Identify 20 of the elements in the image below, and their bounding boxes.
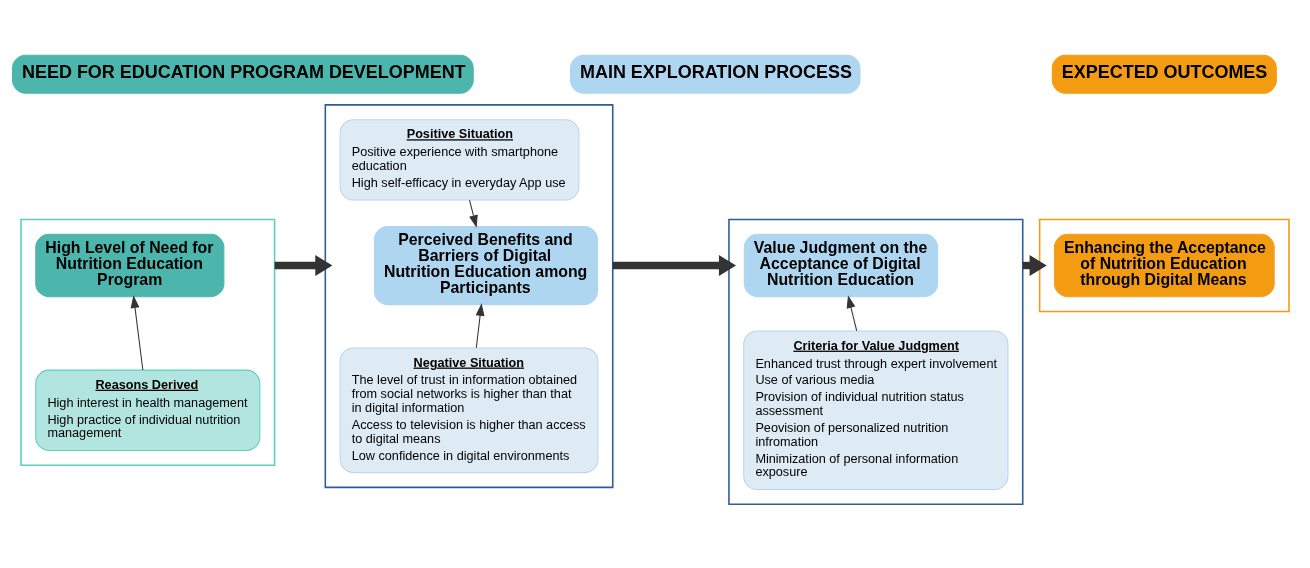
node-box: Positive Situation Positive experience with smartphone education High self-efficacy in everyday App use (339, 119, 580, 201)
cluster (20, 218, 276, 466)
node-box: Enhancing the Acceptance of Nutrition Education through Digital Means (1053, 233, 1275, 298)
arrow (612, 255, 737, 276)
arrow (468, 199, 478, 228)
node-box: EXPECTED OUTCOMES (1051, 54, 1277, 94)
arrow (475, 303, 485, 349)
node-box: Perceived Benefits and Barriers of Digital Nutrition Education among Participants (373, 225, 598, 306)
node-box: Criteria for Value Judgment Enhanced trust through expert involvement Use of various media Provision of individual nutrition status assessment Peovision of personalized nutrition infromation Minimization of personal information exposure (743, 330, 1009, 491)
arrow (846, 295, 858, 332)
cluster (728, 218, 1024, 506)
node-box: MAIN EXPLORATION PROCESS (569, 54, 861, 94)
arrow (130, 295, 144, 371)
cluster (1038, 218, 1290, 313)
node-box: Negative Situation The level of trust in information obtained from social networks is higher than that in digital information Access to television is higher than access to digital means Low confidence in digital environments (339, 347, 599, 474)
cluster (324, 104, 614, 489)
node-box: High Level of Need for Nutrition Education Program (35, 233, 225, 298)
node-box: NEED FOR EDUCATION PROGRAM DEVELOPMENT (12, 54, 474, 94)
node-box: Value Judgment on the Acceptance of Digital Nutrition Education (743, 233, 939, 298)
node-box: Reasons Derived High interest in health management High practice of individual nutrition management (35, 369, 261, 451)
